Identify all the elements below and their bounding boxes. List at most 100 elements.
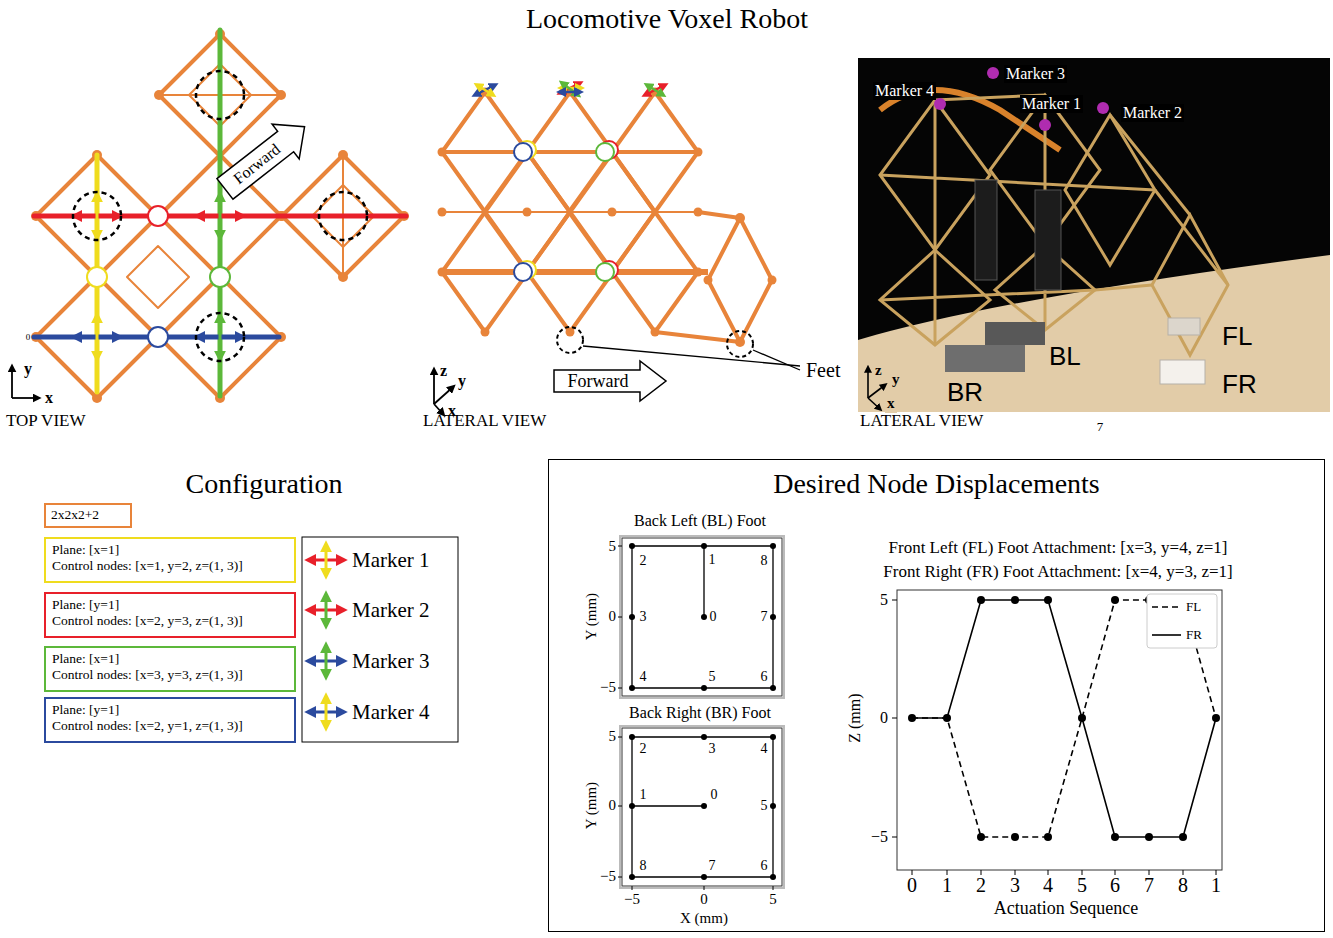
tick-label: 0 xyxy=(700,891,708,908)
plot-frame xyxy=(620,536,1222,888)
control-node xyxy=(210,267,230,287)
axis-arrow xyxy=(434,387,453,404)
lattice-node xyxy=(651,328,660,337)
config-text: Control nodes: [x=2, y=1, z=(1, 3)] xyxy=(52,718,288,734)
marker-arrow xyxy=(475,83,665,95)
robot-photo xyxy=(858,58,1330,412)
view-label: LATERAL VIEW xyxy=(860,411,983,431)
axis-title: Y (mm) xyxy=(583,593,600,640)
point-number: 6 xyxy=(761,858,768,874)
point-number: 5 xyxy=(709,669,716,685)
plot-title: Back Right (BR) Foot xyxy=(629,704,771,722)
trajectory-point xyxy=(701,874,707,880)
marker-arrow xyxy=(96,316,99,358)
top-view-lattice xyxy=(127,246,189,308)
foot-circle xyxy=(196,313,244,361)
lattice-node xyxy=(694,148,703,157)
lattice-node xyxy=(566,328,575,337)
control-node xyxy=(514,263,532,281)
arrow-label: Forward xyxy=(568,371,629,392)
control-node xyxy=(87,267,107,287)
trajectory-point xyxy=(977,833,985,841)
point-number: 5 xyxy=(761,798,768,814)
plot-frame xyxy=(897,590,1222,870)
marker-arrow xyxy=(96,195,99,237)
lattice-node xyxy=(694,208,703,217)
foot-trajectory xyxy=(632,737,773,877)
axis-label: y xyxy=(458,372,466,390)
tick-label: 5 xyxy=(1077,874,1087,897)
config-box: Plane: [x=1]Control nodes: [x=3, y=3, z=… xyxy=(44,646,296,692)
axis-label: x xyxy=(885,395,897,412)
lateral-lattice xyxy=(442,269,708,275)
point-number: 1 xyxy=(640,787,647,803)
marker-arrow xyxy=(325,595,328,625)
axis-tick xyxy=(618,546,773,890)
tick-label: 5 xyxy=(609,728,617,745)
legend-label: Marker 1 xyxy=(352,548,430,572)
plot-legend-box xyxy=(1147,594,1217,648)
foot-trajectory xyxy=(912,600,1216,837)
axis-title: Y (mm) xyxy=(583,782,600,829)
marker-arrow xyxy=(477,85,493,95)
tick-label: 5 xyxy=(609,538,617,555)
marker-arrow xyxy=(325,697,328,727)
lattice-node xyxy=(704,276,713,285)
tick-label: 7 xyxy=(1144,874,1154,897)
plot-frame xyxy=(620,726,784,888)
point-number: 4 xyxy=(640,669,647,685)
point-number: 8 xyxy=(640,858,647,874)
control-node xyxy=(596,263,614,281)
robot-photo xyxy=(1097,102,1109,114)
trajectory-point xyxy=(943,714,951,722)
tick-label: 1 xyxy=(942,874,952,897)
axis-arrow xyxy=(433,370,435,404)
robot-photo xyxy=(880,95,1228,345)
plot-frame xyxy=(620,536,784,698)
config-tag: 2x2x2+2 xyxy=(44,503,132,528)
axis-label: x xyxy=(45,389,53,407)
foot-trajectory xyxy=(912,600,1216,837)
axis-arrow xyxy=(12,397,38,399)
robot-photo xyxy=(987,67,999,79)
lateral-lattice xyxy=(442,211,698,213)
robot-photo xyxy=(868,398,880,409)
lattice-node xyxy=(438,148,447,157)
plot-title: Front Right (FR) Foot Attachment: [x=4, … xyxy=(883,562,1232,582)
foot-trajectory xyxy=(632,546,773,688)
trajectory-point xyxy=(770,543,776,549)
axis-tick xyxy=(618,546,1216,890)
tick-label: 4 xyxy=(1043,874,1053,897)
marker-arrow xyxy=(325,646,328,676)
plot-title: Back Left (BL) Foot xyxy=(634,512,766,530)
point-number: 2 xyxy=(640,741,647,757)
robot-photo xyxy=(945,345,1025,372)
trajectory-point xyxy=(1078,714,1086,722)
leader-line xyxy=(583,346,800,370)
point-number: 0 xyxy=(711,787,718,803)
control-node xyxy=(148,327,168,347)
lattice-node xyxy=(154,90,164,100)
lattice-node xyxy=(694,268,703,277)
config-box: Plane: [y=1]Control nodes: [x=2, y=1, z=… xyxy=(44,697,296,743)
trajectory-point xyxy=(1145,833,1153,841)
lattice-node xyxy=(735,213,745,223)
foot-circle xyxy=(73,192,121,240)
lattice-node xyxy=(523,208,532,217)
legend-label: FR xyxy=(1186,628,1202,643)
foot-circle xyxy=(557,327,583,353)
tick-label: 3 xyxy=(1010,874,1020,897)
axis-label: y xyxy=(24,360,32,378)
trajectory-point xyxy=(1044,596,1052,604)
marker-arrow xyxy=(325,545,328,575)
robot-photo xyxy=(985,322,1045,345)
control-node xyxy=(596,143,614,161)
legend-label: Marker 4 xyxy=(352,700,430,724)
axis-label: z xyxy=(440,362,447,380)
control-plane-line xyxy=(34,30,406,396)
trajectory-point xyxy=(629,734,635,740)
lattice-node xyxy=(338,272,348,282)
lateral-lattice xyxy=(442,92,772,342)
axis-label: y xyxy=(890,371,902,388)
